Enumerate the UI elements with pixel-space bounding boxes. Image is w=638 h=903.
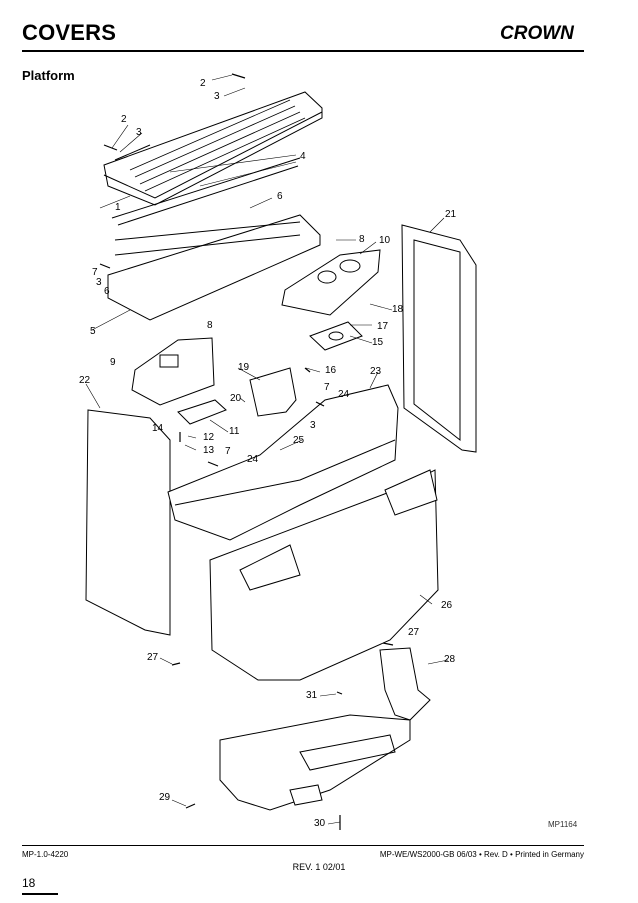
callout-6: 6 [277, 191, 283, 202]
callout-3: 3 [96, 277, 102, 288]
page-number: 18 [22, 876, 36, 890]
crown-logo: CROWN [500, 22, 588, 47]
callout-27: 27 [408, 627, 420, 638]
callout-4: 4 [300, 151, 306, 162]
callout-6: 6 [104, 286, 110, 297]
callout-7: 7 [324, 382, 330, 393]
footer-doc-code: MP-1.0-4220 [22, 850, 69, 859]
part-side-panel-right [401, 224, 477, 453]
callout-16: 16 [325, 365, 337, 376]
callout-3: 3 [310, 420, 316, 431]
part-mount-bracket [379, 647, 431, 721]
callout-10: 10 [379, 235, 391, 246]
callout-24: 24 [338, 389, 350, 400]
callout-12: 12 [203, 432, 215, 443]
callout-13: 13 [203, 445, 215, 456]
exploded-parts-drawing [85, 73, 477, 830]
callout-1: 1 [115, 202, 121, 213]
callout-22: 22 [79, 375, 91, 386]
callout-19: 19 [238, 362, 250, 373]
callout-7: 7 [92, 267, 98, 278]
leader-lines [85, 74, 449, 825]
callout-23: 23 [370, 366, 382, 377]
callout-9: 9 [110, 357, 116, 368]
part-plate [177, 399, 227, 425]
callout-2: 2 [121, 114, 127, 125]
callout-26: 26 [441, 600, 453, 611]
part-top-cover [103, 91, 323, 206]
footer-revision: REV. 1 02/01 [292, 862, 346, 872]
svg-text:CROWN: CROWN [500, 23, 575, 42]
footer-doc-info: MP-WE/WS2000-GB 06/03 • Rev. D • Printed… [379, 850, 584, 859]
callout-28: 28 [444, 654, 456, 665]
callout-7: 7 [225, 446, 231, 457]
part-front-cover [209, 469, 439, 681]
part-strips [111, 157, 301, 226]
callout-3: 3 [214, 91, 220, 102]
callout-21: 21 [445, 209, 457, 220]
callout-2: 2 [200, 78, 206, 89]
header-rule [22, 50, 584, 52]
part-base-chassis [219, 714, 411, 811]
callout-25: 25 [293, 435, 305, 446]
callout-18: 18 [392, 304, 404, 315]
part-side-panel-left [85, 409, 171, 636]
callout-31: 31 [306, 690, 318, 701]
callout-5: 5 [90, 326, 96, 337]
callout-27: 27 [147, 652, 159, 663]
callout-11: 11 [229, 426, 240, 437]
callout-15: 15 [372, 337, 384, 348]
fasteners [99, 73, 394, 830]
callout-17: 17 [377, 321, 389, 332]
figure-id: MP1164 [548, 820, 578, 829]
callout-8: 8 [359, 234, 365, 245]
callout-3: 3 [136, 127, 142, 138]
callout-8: 8 [207, 320, 213, 331]
part-bracket [249, 367, 297, 417]
part-box [131, 337, 215, 406]
page-number-rule [22, 893, 58, 895]
section-subtitle: Platform [22, 68, 75, 83]
page-title: COVERS [22, 20, 117, 45]
footer-rule [22, 845, 584, 846]
part-frame [107, 214, 321, 321]
callout-24: 24 [247, 454, 259, 465]
callout-29: 29 [159, 792, 171, 803]
callout-20: 20 [230, 393, 242, 404]
part-mount-plate [309, 321, 363, 351]
callout-14: 14 [152, 423, 164, 434]
callout-30: 30 [314, 818, 326, 829]
part-cowl [167, 384, 399, 541]
